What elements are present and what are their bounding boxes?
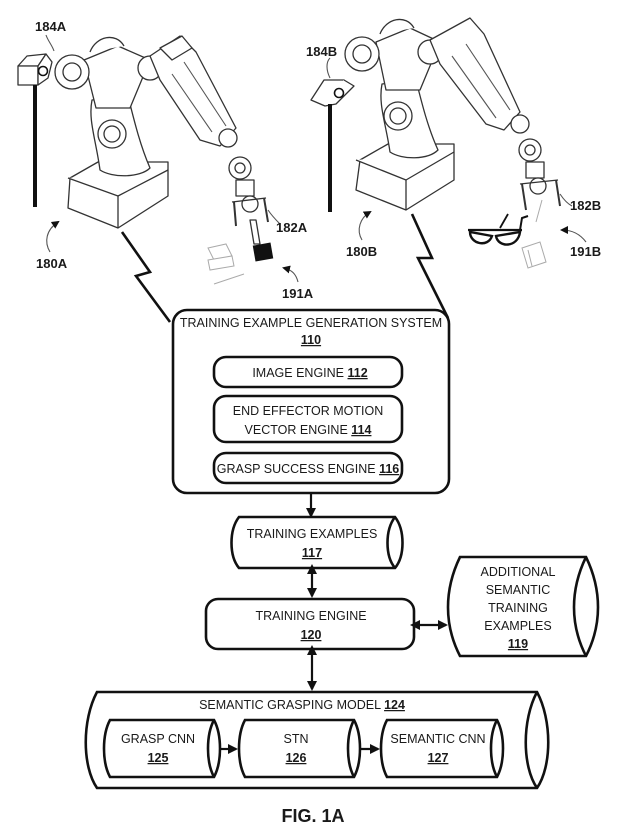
camera-label-184a: 184A: [35, 19, 67, 34]
semantic-cnn[interactable]: SEMANTIC CNN 127: [379, 718, 505, 779]
additional-examples-line1: ADDITIONAL: [480, 565, 555, 579]
stn-number: 126: [286, 751, 307, 765]
motion-vector-engine-label-line2: VECTOR ENGINE 114: [245, 423, 372, 437]
wireless-link-b-icon: [410, 213, 450, 319]
end-effector-motion-vector-engine[interactable]: END EFFECTOR MOTION VECTOR ENGINE 114: [212, 394, 404, 444]
robot-arm-180a-icon: [54, 35, 269, 229]
objects-label-191b: 191B: [570, 244, 601, 259]
image-engine-label: IMAGE ENGINE 112: [252, 366, 367, 380]
robot-label-180b: 180B: [346, 244, 377, 259]
grasp-cnn[interactable]: GRASP CNN 125: [102, 718, 222, 779]
additional-semantic-training-examples-datastore[interactable]: ADDITIONAL SEMANTIC TRAINING EXAMPLES 11…: [446, 555, 600, 658]
grasp-cnn-number: 125: [148, 751, 169, 765]
training-engine[interactable]: TRAINING ENGINE 120: [204, 597, 416, 651]
robot-b: 184B 182B: [306, 17, 601, 269]
robot-label-180a: 180A: [36, 256, 68, 271]
leader-line: [45, 34, 55, 52]
training-examples-title: TRAINING EXAMPLES: [247, 527, 378, 541]
motion-vector-engine-label-line1: END EFFECTOR MOTION: [233, 404, 383, 418]
end-effector-label-182a: 182A: [276, 220, 308, 235]
system-number: 110: [301, 333, 321, 347]
object-brush-icon: [249, 219, 274, 262]
additional-examples-line4: EXAMPLES: [484, 619, 551, 633]
camera-184a-icon: [17, 53, 53, 207]
semantic-cnn-title: SEMANTIC CNN: [390, 732, 485, 746]
stn[interactable]: STN 126: [237, 718, 362, 779]
objects-label-191a: 191A: [282, 286, 314, 301]
wireless-link-a-icon: [120, 231, 172, 323]
model-title: SEMANTIC GRASPING MODEL 124: [199, 698, 405, 712]
image-engine[interactable]: IMAGE ENGINE 112: [212, 355, 404, 389]
training-examples-datastore[interactable]: TRAINING EXAMPLES 117: [230, 515, 404, 570]
robot-a: 184A: [17, 19, 314, 301]
stn-title: STN: [284, 732, 309, 746]
end-effector-label-182b: 182B: [570, 198, 601, 213]
system-title: TRAINING EXAMPLE GENERATION SYSTEM: [180, 316, 442, 330]
additional-examples-line2: SEMANTIC: [486, 583, 551, 597]
grasp-success-engine-label: GRASP SUCCESS ENGINE 116: [217, 462, 400, 476]
training-engine-number: 120: [301, 628, 322, 642]
robot-arm-180b-icon: [344, 17, 561, 211]
camera-184b-icon: [310, 79, 355, 212]
objects-191b-icon: [521, 199, 547, 269]
grasp-cnn-title: GRASP CNN: [121, 732, 195, 746]
training-engine-title: TRAINING ENGINE: [255, 609, 366, 623]
object-glasses-icon: [468, 213, 529, 246]
grasp-success-engine[interactable]: GRASP SUCCESS ENGINE 116: [212, 451, 404, 485]
training-examples-number: 117: [302, 546, 322, 560]
additional-examples-line3: TRAINING: [488, 601, 548, 615]
semantic-cnn-number: 127: [428, 751, 449, 765]
additional-examples-number: 119: [508, 637, 528, 651]
figure-caption: FIG. 1A: [281, 806, 344, 826]
camera-label-184b: 184B: [306, 44, 337, 59]
objects-191a-icon: [207, 243, 245, 285]
